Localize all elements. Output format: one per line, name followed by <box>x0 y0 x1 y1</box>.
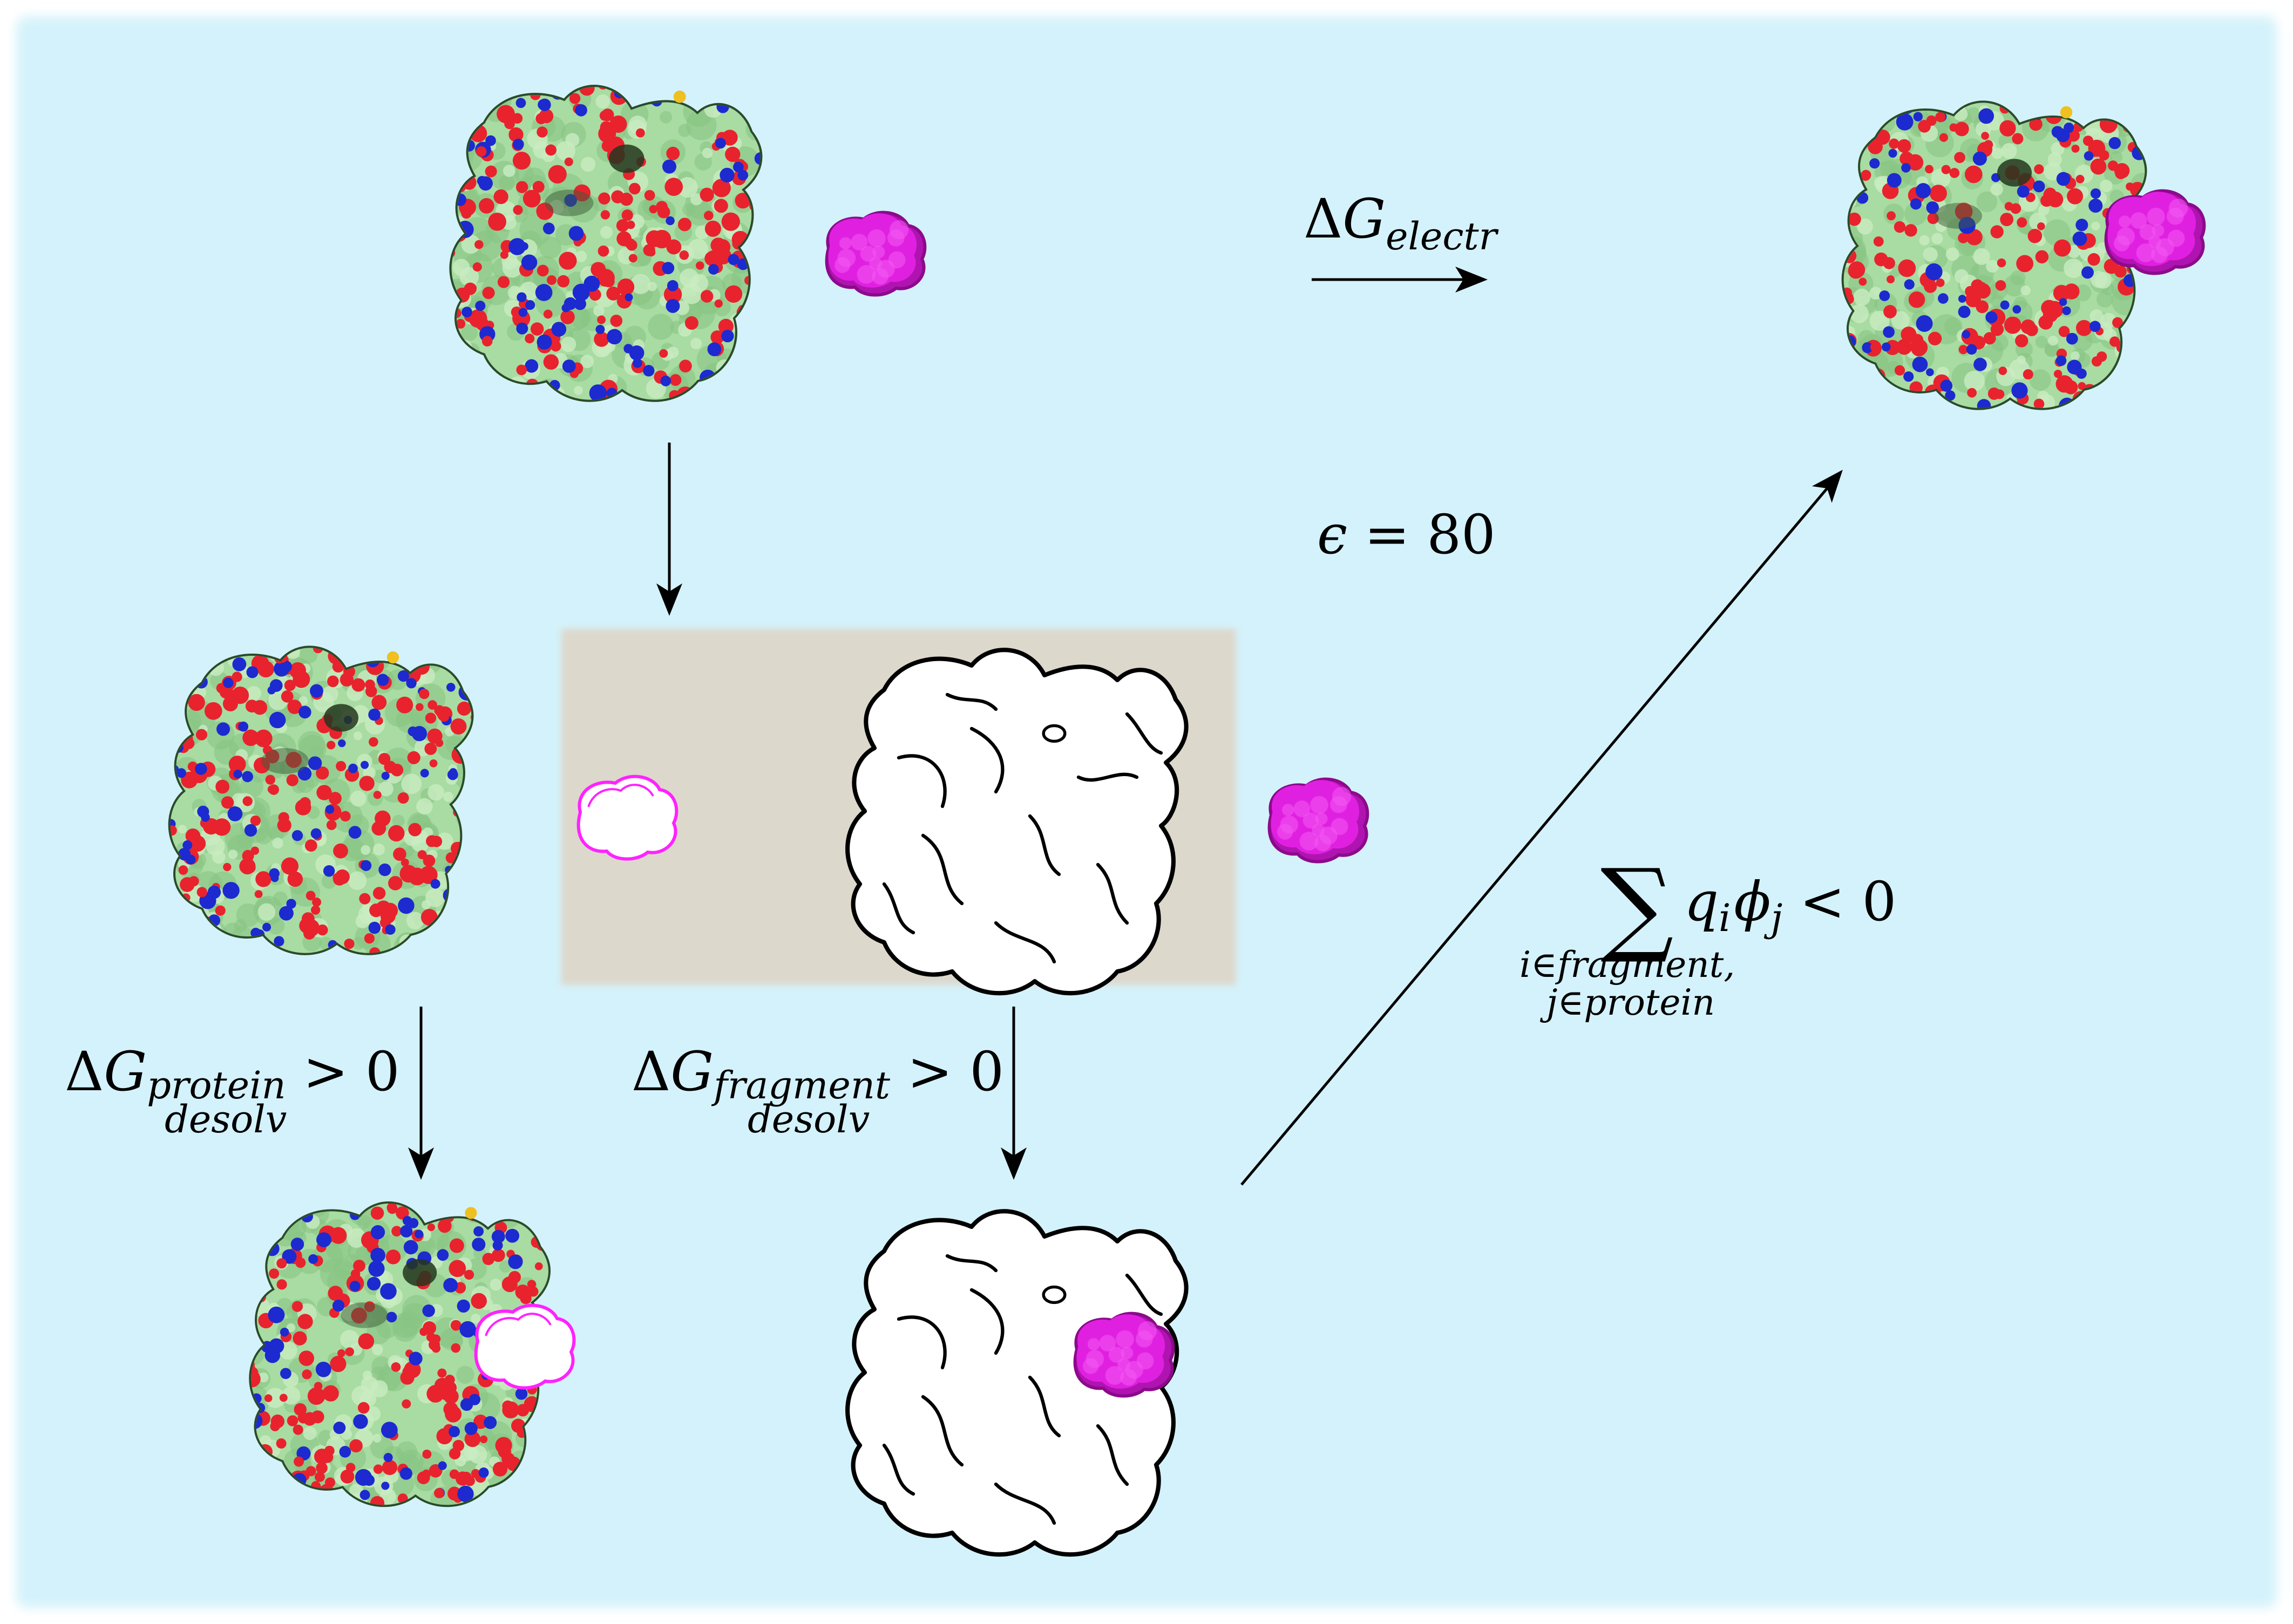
label-delta-g-protein-desolv: ΔGprotein > 0 desolv <box>65 1040 400 1141</box>
fragment-blob-icon <box>2104 189 2206 275</box>
protein-surface-icon <box>249 1201 551 1507</box>
protein-surface-icon <box>1841 100 2147 410</box>
protein-outline-icon <box>845 1209 1189 1557</box>
svg-text:∑: ∑ <box>1600 847 1674 966</box>
label-dielectric: ϵ = 80 <box>1317 503 1496 566</box>
svg-text:desolv: desolv <box>165 1097 287 1141</box>
fragment-cavity-outline-icon <box>474 1303 576 1390</box>
fragment-blob-icon <box>825 210 927 297</box>
svg-text:i∈fragment,: i∈fragment, <box>1519 944 1735 986</box>
label-interaction-sum: ∑ qiϕj < 0 i∈fragment, j∈protein <box>1519 847 1896 1023</box>
arrow-interaction <box>1240 470 1843 1186</box>
protein-surface-icon <box>449 85 763 402</box>
fragment-cavity-outline-icon <box>576 774 679 861</box>
label-delta-g-electr: ΔGelectr <box>1304 187 1499 259</box>
svg-text:desolv: desolv <box>748 1097 870 1141</box>
protein-outline-icon <box>845 648 1189 996</box>
fragment-blob-icon <box>1267 777 1369 864</box>
svg-text:ΔGprotein > 0: ΔGprotein > 0 <box>65 1040 400 1107</box>
svg-text:qiϕj < 0: qiϕj < 0 <box>1684 870 1896 940</box>
svg-text:ΔGfragment > 0: ΔGfragment > 0 <box>632 1040 1004 1107</box>
fragment-blob-icon <box>1073 1312 1175 1398</box>
label-delta-g-fragment-desolv: ΔGfragment > 0 desolv <box>632 1040 1004 1141</box>
svg-text:j∈protein: j∈protein <box>1539 982 1715 1023</box>
protein-surface-icon <box>168 645 474 955</box>
